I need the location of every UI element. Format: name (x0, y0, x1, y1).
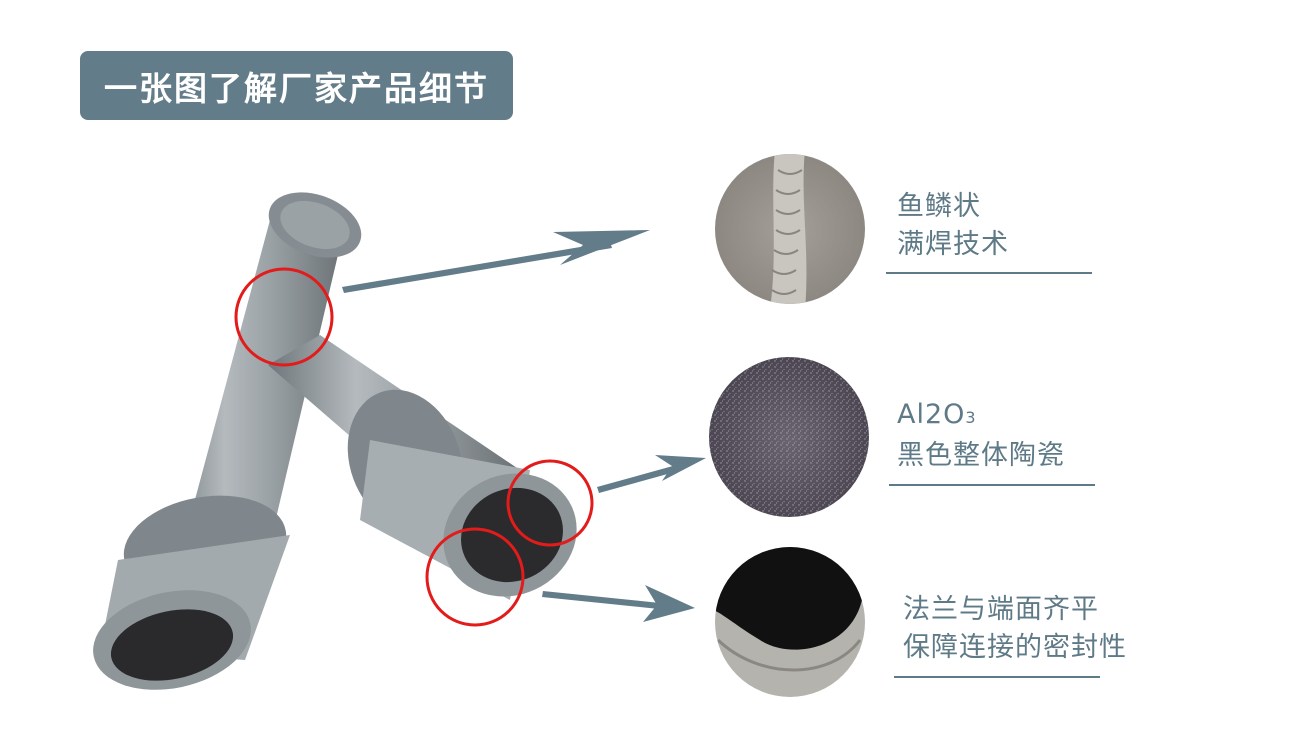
detail-ceramic-label: Al2O3 黑色整体陶瓷 (897, 396, 1065, 475)
arrow-icon-flange (542, 585, 695, 622)
detail-flange-line2: 保障连接的密封性 (903, 632, 1127, 663)
highlight-circle-flange (425, 527, 525, 627)
highlight-circle-ceramic (506, 459, 594, 547)
formula-main: Al2O (897, 399, 966, 430)
title-banner: 一张图了解厂家产品细节 (80, 51, 513, 120)
thumbnail-weld-seam (715, 154, 865, 304)
detail-ceramic-line2: 黑色整体陶瓷 (897, 440, 1065, 471)
y-pipe-product (93, 192, 577, 690)
thumbnail-flange-end (715, 547, 865, 697)
detail-flange-line1: 法兰与端面齐平 (903, 594, 1099, 625)
divider-ceramic (889, 484, 1095, 486)
page-title: 一张图了解厂家产品细节 (104, 68, 489, 108)
detail-flange-label: 法兰与端面齐平 保障连接的密封性 (903, 591, 1127, 667)
thumbnail-ceramic-texture (709, 357, 869, 517)
arrow-icon-weld (342, 230, 650, 293)
arrow-icon-ceramic (597, 455, 706, 493)
highlight-circle-weld (234, 267, 334, 367)
divider-flange (894, 676, 1100, 678)
detail-weld-label: 鱼鳞状 满焊技术 (897, 188, 1009, 264)
detail-weld-line2: 满焊技术 (897, 229, 1009, 260)
detail-weld-line1: 鱼鳞状 (897, 191, 981, 222)
formula-subscript: 3 (965, 408, 977, 427)
detail-ceramic-line1: Al2O3 (897, 396, 1065, 437)
divider-weld (886, 272, 1092, 274)
